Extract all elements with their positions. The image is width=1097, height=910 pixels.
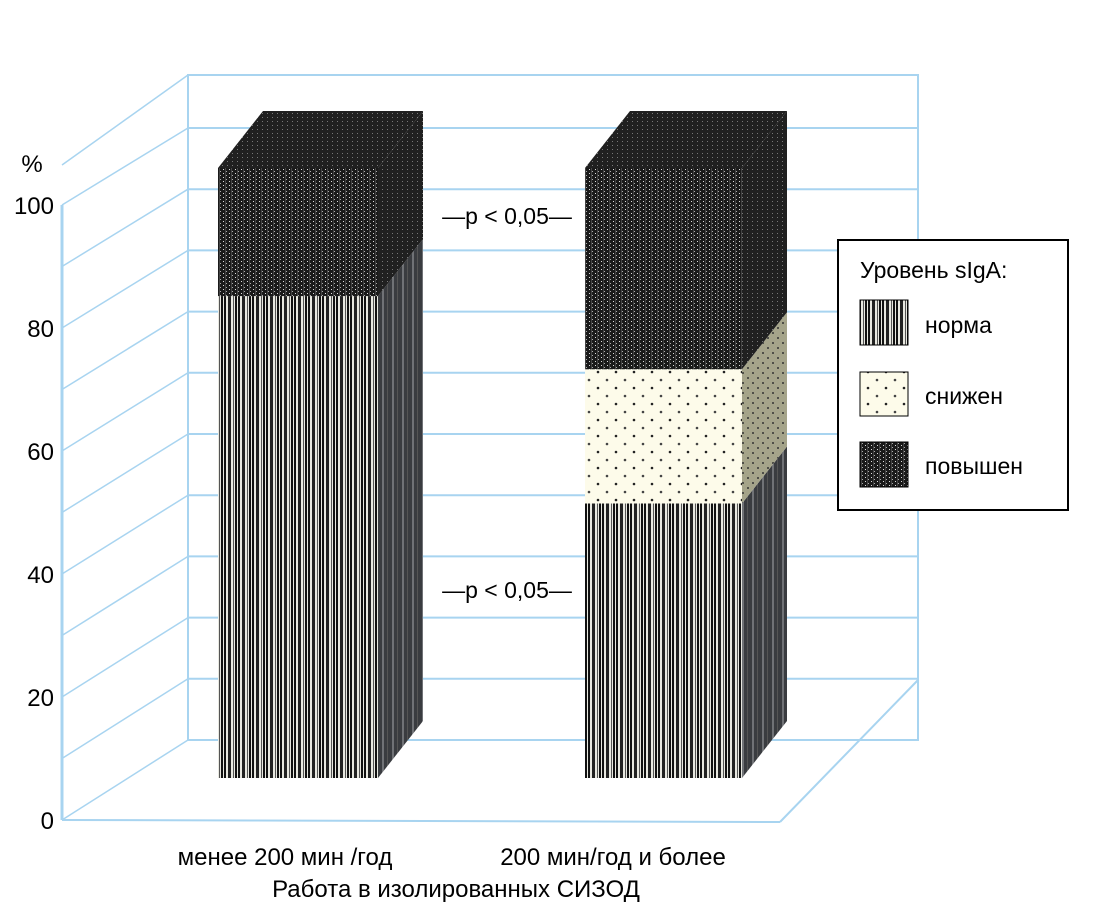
gridline-side: [61, 127, 189, 206]
legend-label-snizhen: снижен: [925, 383, 1003, 409]
bar-side-0-norma: [378, 239, 423, 779]
y-tick-label: 20: [27, 685, 54, 712]
bar-top-1: [585, 111, 787, 168]
y-tick-label: 100: [14, 193, 54, 220]
gridline-side: [61, 249, 189, 329]
annotation-bottom: —p < 0,05—: [442, 577, 572, 603]
x-tick-label-1: 200 мин/год и более: [500, 844, 726, 871]
floor-front-edge: [61, 819, 781, 823]
gridline-side: [61, 372, 189, 452]
bar-1-snizhen: [585, 369, 742, 504]
y-tick-label: 0: [41, 808, 54, 835]
legend-label-povyshen: повышен: [925, 453, 1023, 479]
y-ticks: 0 20 40 60 80 100: [14, 193, 54, 835]
bar-0-povyshen: [218, 168, 378, 297]
gridline-side: [61, 494, 189, 575]
legend: Уровень sIgA: норма снижен повышен: [837, 239, 1069, 511]
legend-title: Уровень sIgA:: [860, 257, 1007, 283]
legend-swatch-norma: [859, 299, 909, 346]
legend-swatch-povyshen: [859, 441, 909, 488]
bar-side-1-norma: [742, 446, 787, 778]
gridline-side: [61, 188, 189, 268]
floor-right-edge: [779, 679, 919, 823]
bar-side-1-snizhen: [742, 312, 787, 504]
gridline-side: [61, 678, 189, 760]
bar-1-norma: [585, 503, 742, 778]
side-wall-top: [61, 74, 189, 166]
bar-0-norma: [218, 296, 378, 778]
grid: [60, 74, 919, 823]
annotation-top: —p < 0,05—: [442, 203, 572, 229]
gridline-side: [61, 433, 189, 514]
bar-side-1-povyshen: [742, 111, 787, 370]
legend-label-norma: норма: [925, 312, 992, 338]
gridline-side: [61, 616, 189, 698]
x-tick-label-0: менее 200 мин /год: [178, 844, 393, 871]
bar-side-0-povyshen: [378, 111, 423, 297]
gridline-side: [61, 310, 189, 391]
legend-swatch-snizhen: [859, 371, 909, 417]
bar-top-0: [218, 111, 423, 168]
x-axis-title: Работа в изолированных СИЗОД: [272, 876, 640, 903]
y-tick-label: 40: [27, 562, 54, 589]
bar-1-povyshen: [585, 168, 742, 370]
y-tick-label: 60: [27, 439, 54, 466]
gridline-side: [61, 555, 189, 637]
y-tick-label: 80: [27, 316, 54, 343]
gridline-side: [61, 739, 189, 821]
y-axis-label: %: [21, 151, 42, 178]
bars: [218, 111, 787, 779]
